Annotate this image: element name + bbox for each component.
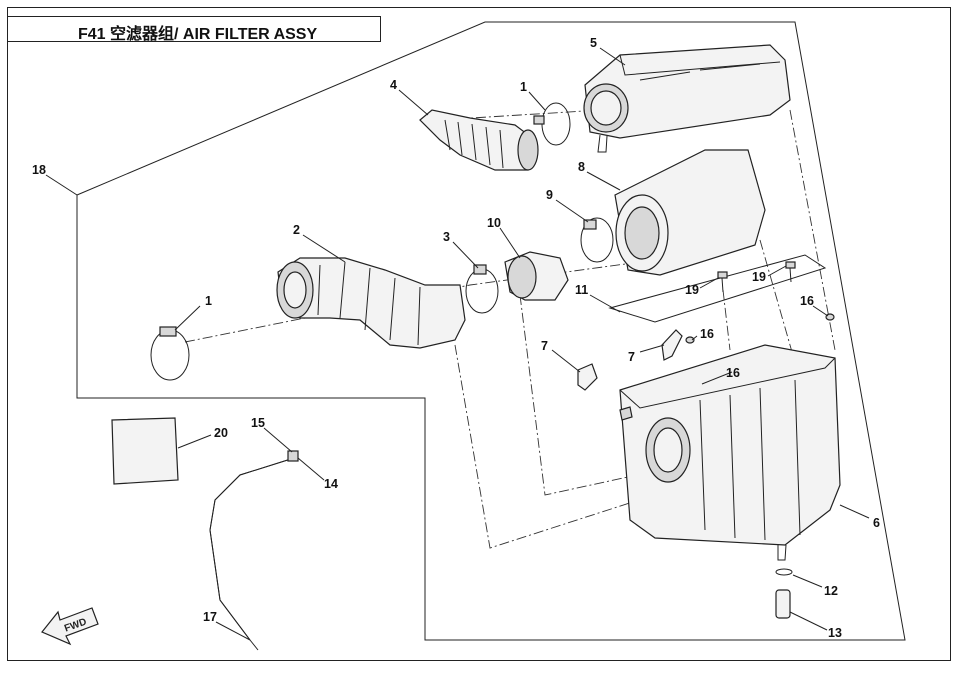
centerline-inlet <box>184 261 641 343</box>
callout-16-b: 16 <box>726 366 740 380</box>
clamp-lower <box>150 326 190 381</box>
fwd-arrow: FWD <box>41 607 99 646</box>
gasket <box>608 254 827 323</box>
leader-lines <box>45 47 870 641</box>
drain-clip <box>775 568 793 576</box>
callout-1-lower: 1 <box>205 294 212 308</box>
drawing-frame <box>7 7 951 661</box>
callout-6: 6 <box>873 516 880 530</box>
bracket-right <box>661 329 683 361</box>
callout-9: 9 <box>546 188 553 202</box>
vent-hose <box>209 457 295 641</box>
callout-2: 2 <box>293 223 300 237</box>
bolt-right <box>785 261 796 283</box>
callout-13: 13 <box>828 626 842 640</box>
air-box-cover <box>583 44 791 153</box>
bracket-left <box>577 363 598 391</box>
callout-16-a: 16 <box>700 327 714 341</box>
centerline-bolt <box>722 289 731 351</box>
callout-14: 14 <box>324 477 338 491</box>
clamp-upper <box>533 102 571 146</box>
drain-cap <box>775 589 791 619</box>
callout-4: 4 <box>390 78 397 92</box>
grommet-b <box>685 336 695 344</box>
bolt-left <box>717 271 728 293</box>
title-box: F41 空滤器组/ AIR FILTER ASSY <box>7 16 381 43</box>
callout-15: 15 <box>251 416 265 430</box>
centerline-drop-mid <box>519 294 661 496</box>
hose-end <box>249 639 259 651</box>
callout-19-right: 19 <box>752 270 766 284</box>
page-title: F41 空滤器组/ AIR FILTER ASSY <box>78 26 318 43</box>
centerline-cover-right <box>789 109 836 351</box>
label-sticker <box>111 417 179 485</box>
callout-7-right: 7 <box>628 350 635 364</box>
callout-3: 3 <box>443 230 450 244</box>
callout-12: 12 <box>824 584 838 598</box>
clamp-3 <box>465 264 499 314</box>
filter-element <box>614 149 766 276</box>
callout-5: 5 <box>590 36 597 50</box>
air-box-body <box>619 344 841 561</box>
intake-duct <box>276 257 466 349</box>
assembly-boundary <box>76 21 906 641</box>
vent-hose-inner <box>209 457 295 641</box>
callout-18: 18 <box>32 163 46 177</box>
callout-1-upper: 1 <box>520 80 527 94</box>
callout-7-left: 7 <box>541 339 548 353</box>
sleeve-10 <box>504 251 569 301</box>
callout-16-c: 16 <box>800 294 814 308</box>
callout-10: 10 <box>487 216 501 230</box>
centerline-drop-left <box>454 344 671 549</box>
callout-17: 17 <box>203 610 217 624</box>
intake-snorkel <box>419 109 539 171</box>
callouts: 1 1 2 3 4 5 6 7 7 8 9 10 11 12 13 14 15 … <box>32 36 880 640</box>
callout-20: 20 <box>214 426 228 440</box>
callout-8: 8 <box>578 160 585 174</box>
callout-19-left: 19 <box>685 283 699 297</box>
callout-11: 11 <box>575 283 588 297</box>
clamp-9 <box>580 217 614 263</box>
hose-clip <box>287 450 299 462</box>
